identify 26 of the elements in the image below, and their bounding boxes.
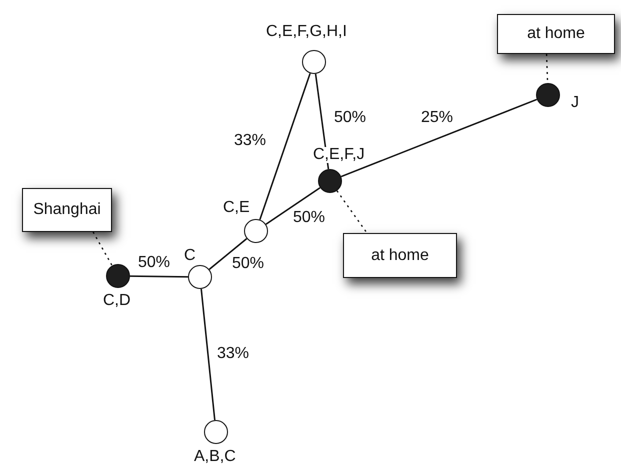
node-label: C,D — [102, 293, 132, 309]
node-label: C,E — [222, 200, 251, 216]
connector-line — [266, 187, 320, 225]
node-circle — [204, 420, 228, 444]
filled-node-circle — [106, 264, 130, 288]
callout-text: at home — [527, 25, 585, 43]
connector-line — [208, 238, 248, 270]
leader-line — [336, 190, 368, 234]
connector-line — [130, 275, 188, 278]
node-label: C,E,F,J — [312, 147, 366, 163]
filled-node-circle — [536, 83, 560, 107]
connector-line — [200, 288, 216, 420]
connector-line — [340, 98, 538, 178]
callout-box — [497, 14, 615, 54]
node-circle — [188, 265, 212, 289]
node-label: A,B,C — [193, 449, 237, 465]
node-circle — [244, 219, 268, 243]
callout-box — [343, 233, 457, 278]
callout-box — [22, 188, 112, 232]
callout-text: Shanghai — [33, 201, 101, 219]
callout-text: at home — [371, 246, 429, 264]
node-circle — [302, 50, 326, 74]
node-label: C,E,F,G,H,I — [265, 24, 348, 40]
leader-line — [92, 232, 113, 266]
connector-line — [259, 73, 311, 220]
filled-node-circle — [318, 169, 342, 193]
